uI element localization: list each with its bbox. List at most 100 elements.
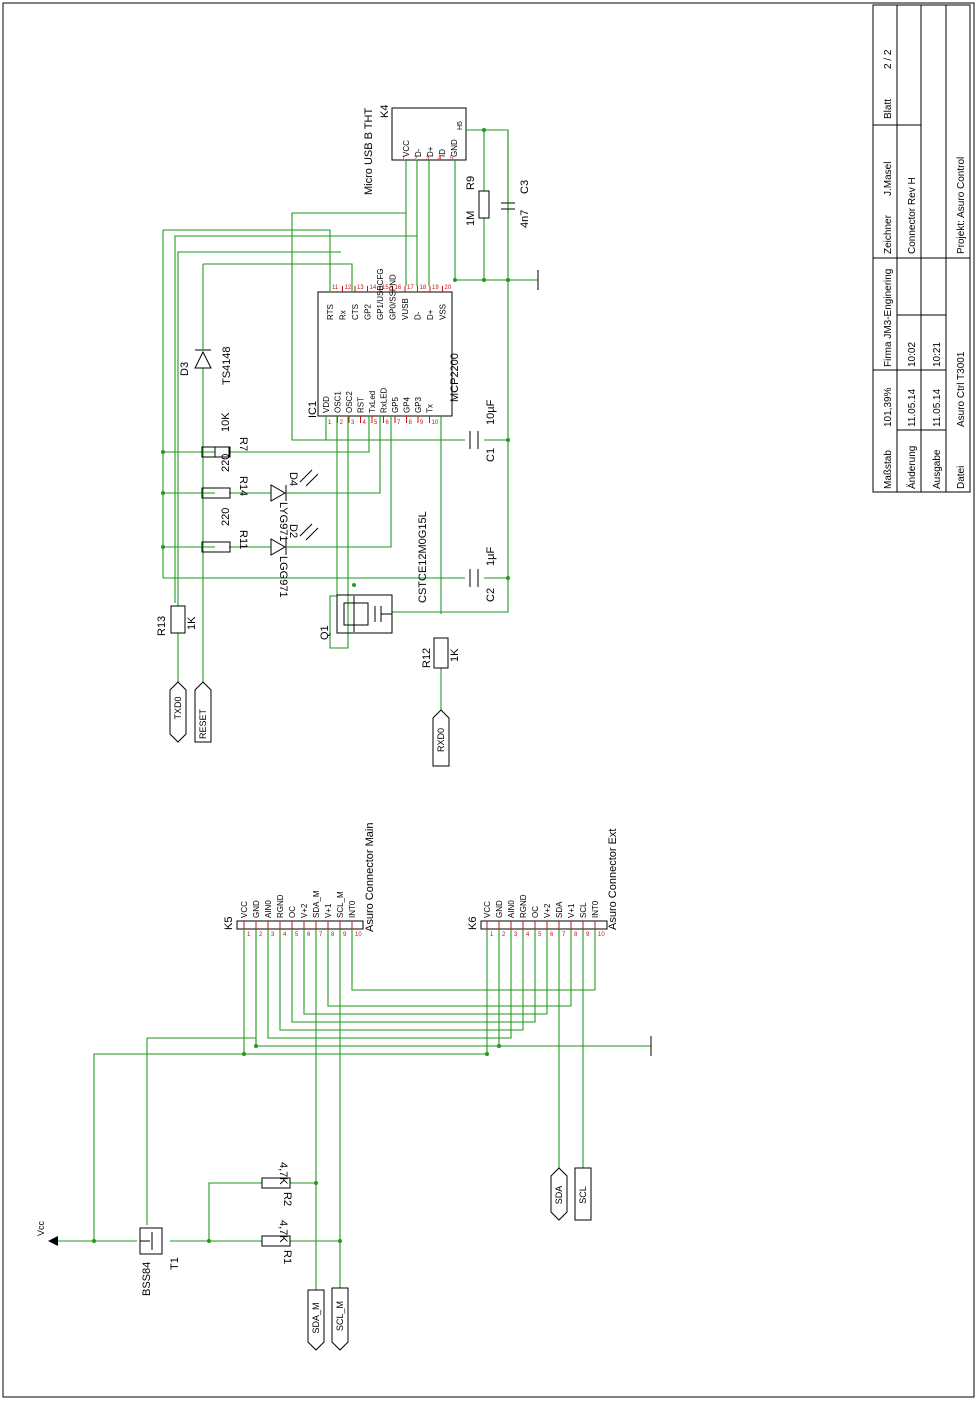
ic1-pin-number: 6 bbox=[386, 420, 390, 426]
k4-pin-4: ID bbox=[438, 149, 447, 157]
k6-pin-number: 7 bbox=[562, 932, 566, 938]
ic1-pin-number: 10 bbox=[432, 420, 439, 426]
drawer-name: J.Masel bbox=[883, 162, 894, 196]
k6-pin-9: SCL bbox=[579, 902, 588, 918]
port-scl: SCL bbox=[574, 1167, 592, 1221]
r2-resistor: 4,7K R2 bbox=[261, 1162, 293, 1206]
change-time: 10:02 bbox=[907, 342, 918, 367]
t1-part: BSS84 bbox=[141, 1262, 153, 1296]
drawing-title: Connector Rev H bbox=[907, 177, 918, 254]
r13-value: 1K bbox=[186, 616, 198, 630]
ic1-pin-vdd: VDD bbox=[322, 396, 331, 413]
change-label: Änderung bbox=[906, 446, 918, 489]
ic1-pin-gp1/usbcfg: GP1/USBCFG bbox=[376, 268, 385, 320]
k5-pin-number: 2 bbox=[259, 932, 263, 938]
k5-title: Asuro Connector Main bbox=[364, 823, 376, 932]
c1-capacitor: C1 10µF bbox=[469, 399, 497, 462]
ic1-pin-number: 8 bbox=[409, 420, 413, 426]
t1-mosfet: T1 BSS84 bbox=[139, 1227, 181, 1296]
r1-resistor: 4,7K R1 bbox=[261, 1220, 293, 1264]
ic1-pin-number: 19 bbox=[432, 285, 439, 291]
k5-pin-1: VCC bbox=[240, 901, 249, 918]
k6-pin-1: VCC bbox=[483, 901, 492, 918]
k6-pin-4: RGND bbox=[519, 894, 528, 918]
sheet-label: Blatt bbox=[883, 99, 894, 119]
ic1-part: MCP2200 bbox=[449, 353, 461, 402]
scale-value: 101,39% bbox=[883, 387, 894, 427]
k5-pin-8: V+1 bbox=[324, 903, 333, 918]
r12-resistor: R12 1K bbox=[421, 637, 461, 669]
change-date: 11.05.14 bbox=[907, 388, 918, 427]
file-label: Datei bbox=[956, 466, 967, 489]
k5-pin-number: 8 bbox=[331, 932, 335, 938]
k4-pin-3: D+ bbox=[426, 146, 435, 157]
k6-pin-8: V+1 bbox=[567, 903, 576, 918]
ic1-pin-tx: Tx bbox=[426, 404, 435, 413]
port-reset-label: RESET bbox=[198, 708, 208, 739]
d4-led: D4 LYG971 bbox=[270, 469, 319, 542]
ic1-pin-gp3: GP3 bbox=[414, 396, 423, 413]
r1-ref: R1 bbox=[281, 1250, 293, 1264]
ic1-pin-rst: RST bbox=[357, 397, 366, 413]
ic1-pin-number: 14 bbox=[370, 285, 377, 291]
port-reset: RESET bbox=[194, 681, 212, 743]
ic1-pin-number: 9 bbox=[420, 420, 424, 426]
ic1-pin-number: 1 bbox=[328, 420, 332, 426]
d2-led: D2 LGG971 bbox=[270, 523, 319, 598]
k6-pin-5: OC bbox=[531, 906, 540, 918]
k6-pin-number: 4 bbox=[526, 932, 530, 938]
ic1-pin-gp2: GP2 bbox=[364, 303, 373, 320]
d2-ref: D2 bbox=[287, 524, 299, 538]
issue-label: Ausgabe bbox=[932, 449, 943, 489]
c3-capacitor: C3 4n7 bbox=[501, 130, 531, 228]
k4-pin-5: GND bbox=[450, 139, 459, 157]
ic1-pin-d-: D- bbox=[414, 311, 423, 320]
ic1-ref: IC1 bbox=[307, 401, 319, 418]
port-scl-m-label: SCL_M bbox=[335, 1301, 345, 1331]
r11-value: 220 bbox=[220, 508, 232, 526]
port-sda-m-label: SDA_M bbox=[311, 1302, 321, 1333]
k6-pin-2: GND bbox=[495, 900, 504, 918]
ic1-pin-rx: Rx bbox=[339, 310, 348, 320]
r14-value: 220 bbox=[220, 454, 232, 472]
k6-pin-number: 9 bbox=[586, 932, 590, 938]
c2-capacitor: C2 1µF bbox=[469, 547, 497, 602]
k5-pin-number: 4 bbox=[283, 932, 287, 938]
ic1-pin-gp4: GP4 bbox=[403, 396, 412, 413]
r7-resistor: R7 10K bbox=[201, 412, 249, 458]
q1-resonator: Q1 CSTCE12M0G15L bbox=[319, 511, 429, 640]
k6-pin-number: 6 bbox=[550, 932, 554, 938]
k5-pin-number: 10 bbox=[355, 932, 362, 938]
c2-value: 1µF bbox=[485, 547, 497, 566]
ic1-pin-number: 2 bbox=[340, 420, 344, 426]
d4-ref: D4 bbox=[287, 472, 299, 486]
ic1-pin-number: 15 bbox=[382, 285, 389, 291]
k5-pin-number: 3 bbox=[271, 932, 275, 938]
ic1-pin-number: 3 bbox=[351, 420, 355, 426]
k4-part: Micro USB B THT bbox=[363, 108, 375, 195]
k6-pin-number: 2 bbox=[502, 932, 506, 938]
k5-pin-2: GND bbox=[252, 900, 261, 918]
k4-pin-number: 5 bbox=[450, 156, 454, 162]
ic1-pin-cts: CTS bbox=[351, 304, 360, 320]
k6-pin-number: 5 bbox=[538, 932, 542, 938]
ic1-pin-gp5: GP5 bbox=[391, 396, 400, 413]
ic1-pin-osc1: OSC1 bbox=[334, 391, 343, 413]
k5-pin-4: RGND bbox=[276, 894, 285, 918]
ic1-pin-osc2: OSC2 bbox=[345, 391, 354, 413]
d4-part: LYG971 bbox=[277, 502, 289, 542]
r2-value: 4,7K bbox=[277, 1162, 289, 1185]
ic1-pin-number: 18 bbox=[420, 285, 427, 291]
k5-pin-number: 5 bbox=[295, 932, 299, 938]
r14-ref: R14 bbox=[237, 476, 249, 496]
r9-resistor: R9 1M bbox=[465, 176, 490, 226]
d3-part: TS4148 bbox=[221, 346, 233, 385]
ic1-pin-txled: TxLed bbox=[368, 391, 377, 413]
k6-title: Asuro Connector Ext bbox=[607, 829, 619, 931]
file-name: Asuro Ctrl T3001 bbox=[956, 351, 967, 427]
port-txd0-label: TXD0 bbox=[173, 696, 183, 719]
q1-part: CSTCE12M0G15L bbox=[417, 511, 429, 603]
k5-ref: K5 bbox=[223, 917, 235, 930]
